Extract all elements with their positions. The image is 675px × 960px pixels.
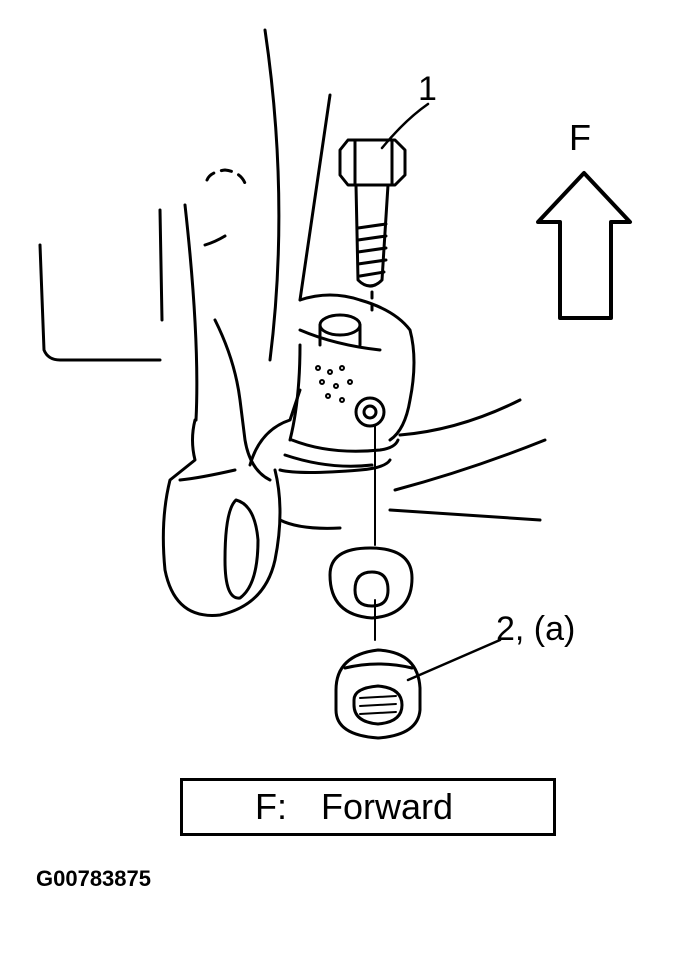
chassis-outline [38, 28, 332, 422]
callout-1-leader [380, 102, 430, 150]
legend-key: F: [255, 786, 287, 827]
lower-arm [388, 398, 547, 522]
callout-label-2: 2, (a) [496, 610, 576, 648]
stabilizer-link [278, 293, 416, 530]
washer [328, 546, 414, 620]
bolt [338, 138, 407, 312]
nut [334, 648, 422, 740]
callout-label-1: 1 [418, 70, 437, 108]
legend-box: F: Forward [180, 778, 556, 836]
callout-2-leader [406, 638, 502, 682]
direction-label: F [569, 117, 591, 158]
forward-arrow-icon [536, 171, 632, 320]
figure-id: G00783875 [36, 866, 151, 891]
legend-value: Forward [321, 786, 454, 827]
knuckle-arm [161, 318, 302, 617]
